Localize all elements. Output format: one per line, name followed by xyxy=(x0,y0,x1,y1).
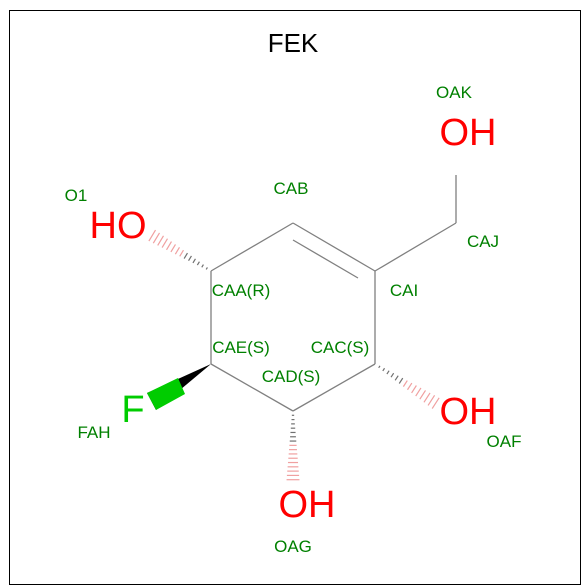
hash-stroke xyxy=(161,238,168,248)
hash-stroke xyxy=(427,395,436,406)
bond-cad-cae xyxy=(210,363,294,412)
hashed-bond-cac-oaf xyxy=(378,365,440,409)
hash-stroke xyxy=(205,267,208,270)
diagram-title: FEK xyxy=(268,28,319,58)
label-cac: CAC(S) xyxy=(311,338,370,357)
diagram-frame xyxy=(9,10,581,585)
hash-stroke xyxy=(406,382,413,391)
wedge-bond-cae-fah-green xyxy=(147,378,185,410)
hashed-bond-caa-o1 xyxy=(148,229,208,270)
hash-stroke xyxy=(170,244,176,253)
atom-labels: OAK CAB O1 CAJ CAA(R) CAI CAE(S) CAC(S) … xyxy=(65,83,522,556)
label-cae: CAE(S) xyxy=(212,338,270,357)
hash-stroke xyxy=(179,249,184,257)
hash-stroke xyxy=(192,258,196,264)
hash-stroke xyxy=(152,232,161,244)
bond-cab-cai-double xyxy=(292,239,359,279)
hash-stroke xyxy=(423,392,431,403)
hash-stroke xyxy=(431,397,440,409)
hash-stroke xyxy=(411,385,417,394)
hash-stroke xyxy=(394,375,399,381)
label-cad: CAD(S) xyxy=(262,367,321,386)
label-o1: O1 xyxy=(65,186,88,205)
hash-stroke xyxy=(390,372,395,378)
hash-stroke xyxy=(188,255,192,262)
hash-stroke xyxy=(157,235,165,246)
label-oag: OAG xyxy=(274,537,312,556)
label-oaf: OAF xyxy=(487,432,522,451)
oh-right-symbol: OH xyxy=(440,391,497,433)
label-caa: CAA(R) xyxy=(212,281,271,300)
bond-cai-caj xyxy=(374,222,457,272)
bond-cab-cai xyxy=(292,222,376,272)
oh-bottom-symbol: OH xyxy=(279,484,336,526)
bond-caa-cab xyxy=(210,222,294,272)
label-cai: CAI xyxy=(390,281,418,300)
hash-stroke xyxy=(166,241,172,251)
hashed-bond-cad-oag xyxy=(286,414,300,481)
ho-left-symbol: HO xyxy=(90,205,147,247)
hash-stroke xyxy=(402,380,408,387)
hash-stroke xyxy=(386,370,390,375)
hash-stroke xyxy=(196,261,200,266)
label-cab: CAB xyxy=(274,179,309,198)
hash-stroke xyxy=(382,367,386,372)
hash-stroke xyxy=(183,252,188,259)
label-caj: CAJ xyxy=(467,232,499,251)
hash-stroke xyxy=(378,365,381,369)
hash-stroke xyxy=(398,377,404,384)
bonds xyxy=(210,175,457,412)
hash-stroke xyxy=(148,229,157,242)
hash-stroke xyxy=(201,264,204,268)
hash-stroke xyxy=(415,387,422,397)
label-oak: OAK xyxy=(436,83,473,102)
hash-stroke xyxy=(174,246,180,255)
hash-stroke xyxy=(419,390,426,400)
f-symbol: F xyxy=(121,389,144,431)
oh-top-symbol: OH xyxy=(440,112,497,154)
label-fah: FAH xyxy=(77,423,110,442)
bond-cac-cad xyxy=(292,363,376,412)
